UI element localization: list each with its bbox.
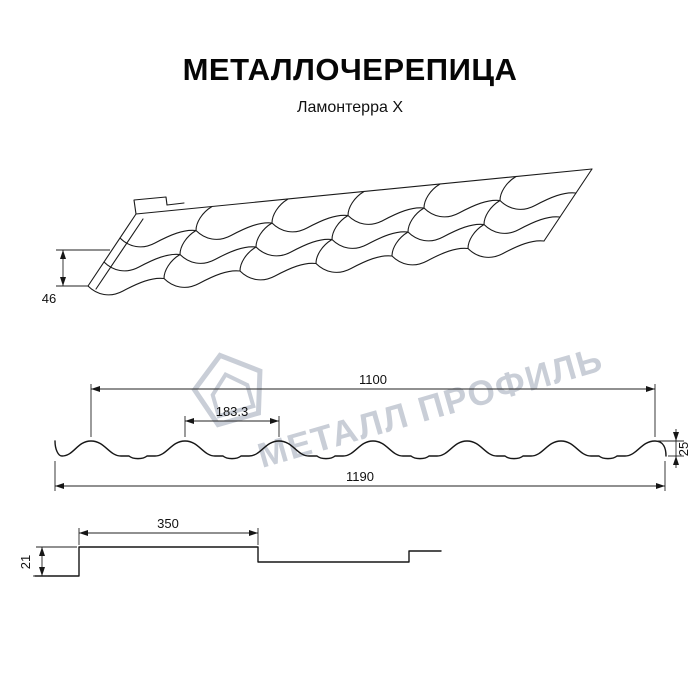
tile-row-edge-back: [119, 192, 577, 248]
sheet-right-edge: [543, 168, 593, 242]
page-title: МЕТАЛЛОЧЕРЕПИЦА: [182, 52, 518, 87]
ridge-tab-detail: [133, 196, 185, 215]
cross-section: 1100 183.3 25: [54, 372, 691, 491]
dim-full-width-label: 1190: [346, 469, 374, 484]
dim-overhang-label: 46: [42, 291, 56, 306]
dim-profile-height-label: 25: [676, 442, 691, 456]
dim-step-height-label: 21: [18, 555, 33, 569]
dim-full-width: 1190: [54, 461, 666, 491]
profile-curve: [54, 440, 667, 460]
dim-module-length: 350: [78, 516, 259, 545]
step-profile-curve: [34, 546, 442, 577]
dim-cover-width-label: 1100: [359, 372, 387, 387]
dim-wave-pitch-label: 183.3: [216, 404, 249, 419]
sheet-left-edge: [87, 213, 144, 290]
tile-wave-ridges: [163, 175, 517, 280]
tile-row-edge-middle: [103, 216, 561, 272]
step-profile: 350 21: [18, 516, 442, 577]
page-subtitle: Ламонтерра X: [297, 99, 403, 116]
dim-cover-width: 1100: [90, 372, 656, 437]
dim-profile-height: 25: [658, 429, 691, 468]
dim-overhang: 46: [42, 249, 110, 306]
sheet-top-edge: [135, 168, 593, 215]
dim-module-length-label: 350: [157, 516, 179, 531]
metall-profil-logo-icon: [191, 352, 263, 428]
perspective-view: 46: [42, 168, 593, 306]
tile-row-edge-front: [87, 240, 545, 296]
dim-wave-pitch: 183.3: [184, 404, 280, 437]
dim-step-height: 21: [18, 546, 77, 577]
